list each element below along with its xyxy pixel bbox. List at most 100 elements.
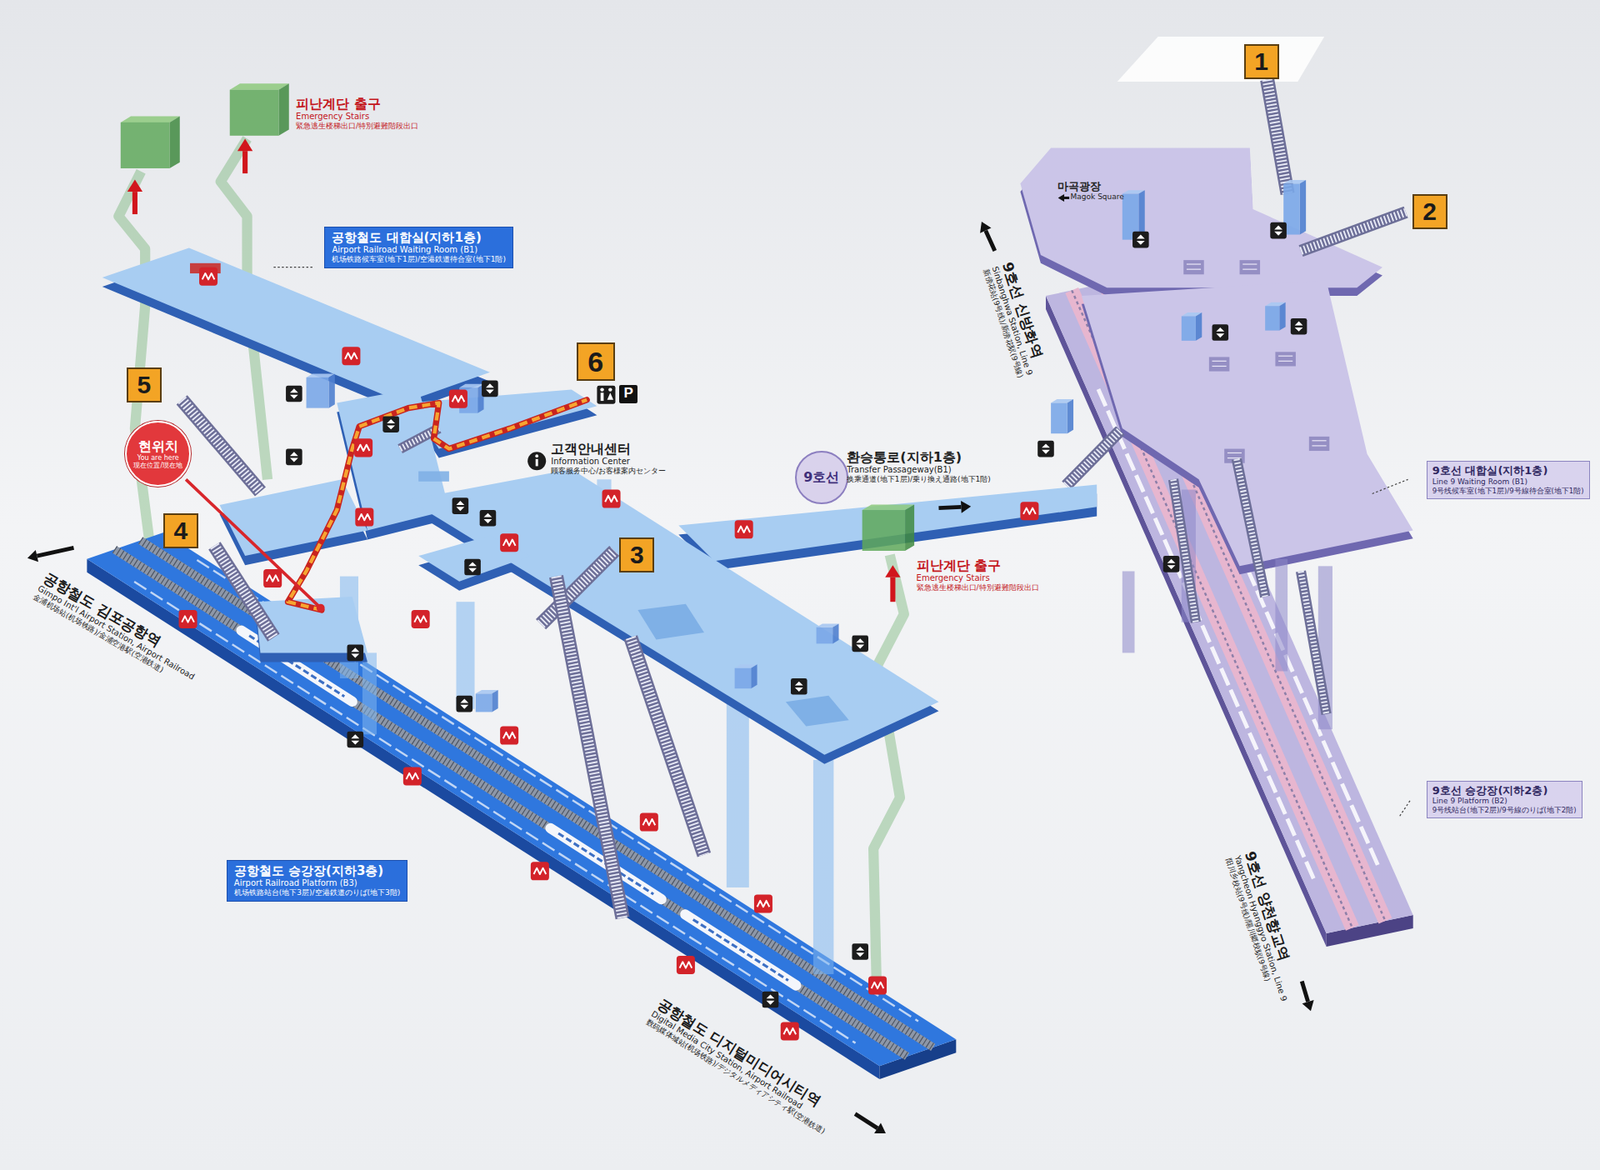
column	[455, 601, 475, 710]
label-group: 피난계단 출구Emergency Stairs緊急逃生楼梯出口/特別避難階段出口	[916, 557, 1040, 593]
area-label-box: 9호선 승강장(지하2층)Line 9 Platform (B2)9号线站台(地…	[1426, 780, 1583, 820]
elevator-icon-mark	[1215, 327, 1225, 332]
escalator-icon-mark	[452, 395, 465, 402]
escalator	[1065, 430, 1120, 486]
stair-opening	[418, 471, 450, 482]
track-sleeper	[140, 540, 934, 1048]
elevator-icon	[762, 991, 780, 1009]
direction-arrow	[938, 506, 961, 508]
toilet-icon-mark	[607, 392, 614, 400]
place-name: 마곡광장	[1057, 180, 1125, 194]
elevator-shaft	[306, 377, 330, 409]
elevator-icon	[347, 645, 365, 662]
escalator	[1236, 459, 1265, 597]
escalator-steps	[214, 545, 274, 638]
stair-step	[1212, 365, 1227, 367]
label-group: 고객안내센터Information Center顾客服务中心/お客様案内センター	[550, 440, 666, 476]
column	[1275, 559, 1288, 672]
escalator-icon	[530, 861, 550, 880]
node-text: Line 9 Waiting Room (B1)	[1432, 477, 1585, 487]
elevator-icon	[790, 678, 808, 695]
direction-arrow	[1064, 196, 1070, 200]
node-text: 机场铁路站台(地下3层)/空港鉄道のりば(地下3階)	[234, 888, 401, 898]
elevator-icon	[1132, 231, 1150, 249]
elevator-icon	[347, 731, 365, 749]
stair-opening	[1183, 260, 1204, 275]
elevator-shaft	[328, 373, 335, 408]
emergency-exit-box	[862, 510, 905, 551]
node-text: 9号线站台(地下2层)/9号線のりば(地下2階)	[1432, 805, 1577, 815]
elevator-shaft	[1265, 305, 1280, 330]
node-text: 현위치	[138, 438, 179, 455]
escalator	[214, 545, 274, 638]
elevator-icon-mark	[350, 654, 360, 659]
elevator-shaft	[816, 627, 834, 645]
info-icon	[527, 451, 546, 470]
stair-step	[1212, 360, 1227, 362]
elevator-icon-mark	[290, 458, 299, 463]
leader-line	[1372, 479, 1409, 494]
route-path	[288, 400, 588, 610]
escalator-icon	[868, 975, 887, 995]
elevator-icon-mark	[795, 687, 804, 692]
escalator-icon	[199, 267, 218, 286]
line-badge: 9호선	[795, 450, 849, 505]
stair-step	[1278, 355, 1293, 357]
airport-concourse	[678, 484, 1097, 561]
node-text: Airport Railroad Waiting Room (B1)	[331, 245, 506, 255]
escalator-steps	[1267, 79, 1288, 194]
escalator-steps	[1065, 430, 1120, 486]
info-icon-mark	[535, 459, 539, 467]
elevator-icon-mark	[455, 500, 465, 505]
node-text: P	[624, 385, 634, 402]
emergency-exit-box	[230, 90, 280, 136]
column	[813, 760, 834, 975]
place-name-translation: Digital Media City Station, Airport Rail…	[649, 1009, 832, 1129]
node-text: 공항철도 대합실(지하1층)	[331, 230, 506, 245]
escalator-steps	[1300, 212, 1406, 252]
escalator-icon	[676, 955, 695, 975]
node-text: 机场铁路候车室(地下1层)/空港鉄道待合室(地下1階)	[331, 255, 506, 265]
elevator-icon	[464, 559, 481, 576]
elevator-icon-mark	[386, 419, 395, 424]
place-name-translation: 换乘通道(地下1层)/乗り換え通路(地下1階)	[846, 475, 991, 485]
place-name: 고객안내센터	[550, 440, 666, 457]
elevator-icon-mark	[386, 425, 395, 430]
you-are-here-dot	[316, 604, 325, 613]
elevator-shaft	[1300, 180, 1306, 235]
escalator-icon-mark	[414, 615, 427, 622]
elevator-icon	[851, 943, 869, 960]
elevator-icon-mark	[855, 946, 865, 951]
escalator	[1300, 570, 1327, 714]
elevator-shaft	[735, 668, 752, 689]
parking-sign: P	[619, 385, 638, 404]
elevator-icon-mark	[290, 395, 299, 400]
elevator-icon-mark	[1274, 225, 1283, 230]
elevator-icon-mark	[468, 561, 477, 566]
label-group: 9호선 양천향교역Yangcheon Hyanggyo Station, Lin…	[1222, 849, 1305, 1006]
place-name-translation: Information Center	[550, 456, 666, 467]
escalator-icon-mark	[605, 495, 618, 502]
emergency-exit-box	[230, 83, 290, 90]
airport-concourse	[220, 479, 368, 556]
elevator-shaft	[750, 664, 757, 689]
elevator-icon	[851, 635, 869, 653]
escalator-icon-mark	[503, 540, 516, 546]
elevator-icon-mark	[855, 645, 865, 650]
escalator-steps	[630, 637, 705, 855]
escalator-icon	[1020, 501, 1039, 520]
elevator-icon-mark	[350, 740, 360, 745]
direction-arrow-head	[874, 1123, 886, 1135]
elevator-shaft	[475, 693, 493, 712]
elevator-shaft	[1279, 302, 1285, 331]
airport-platform	[86, 532, 956, 1066]
escalator-icon-mark	[406, 773, 420, 780]
escalator-icon-mark	[181, 615, 195, 622]
stair-opening	[1275, 351, 1295, 366]
elevator-icon-mark	[1136, 235, 1145, 240]
elevator-icon-mark	[460, 705, 469, 710]
elevator-icon	[481, 380, 499, 398]
escalator-icon-mark	[757, 900, 770, 907]
escalator-icon	[500, 533, 519, 552]
